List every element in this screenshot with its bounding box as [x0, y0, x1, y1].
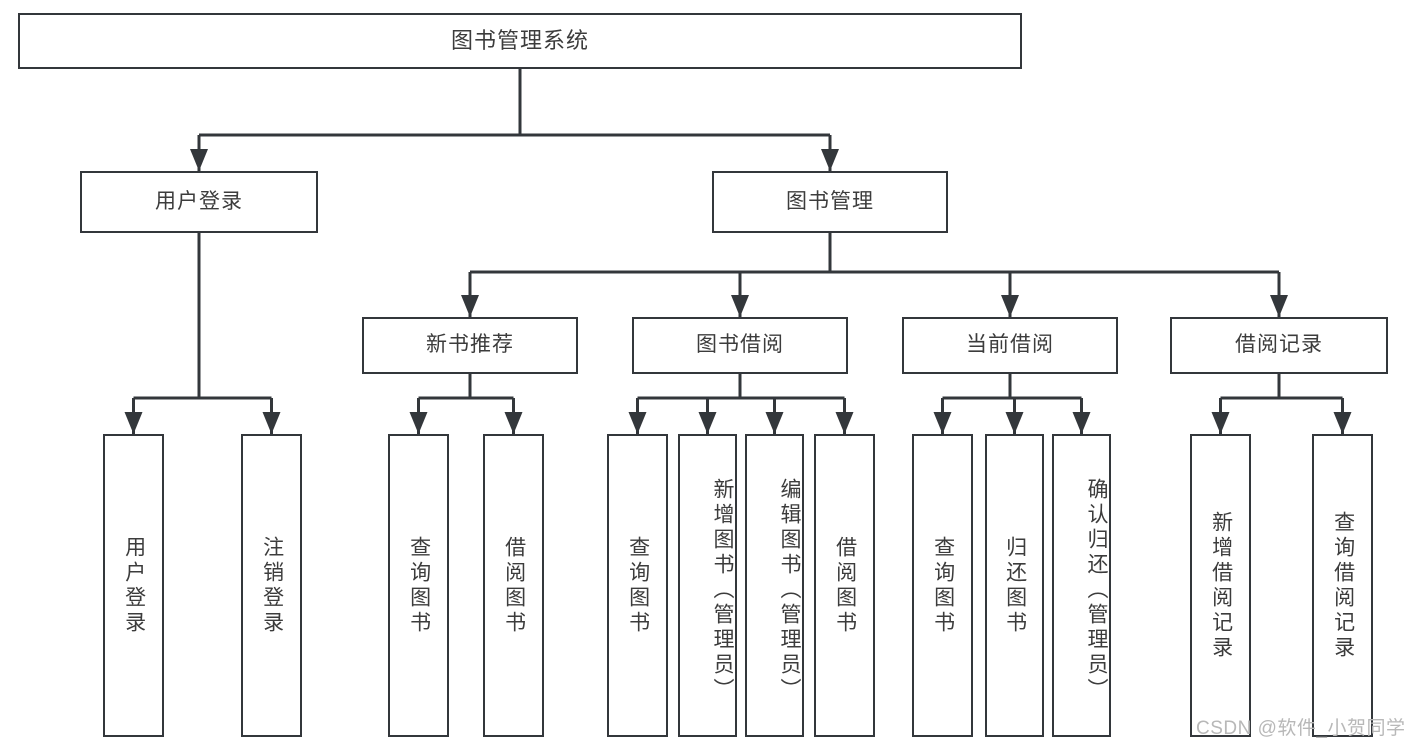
arrow-leaf-add-record — [1211, 412, 1230, 434]
node-label: 查询图书 — [626, 535, 650, 636]
level3-node-book-borrow[interactable]: 图书借阅 — [632, 317, 848, 374]
arrow-leaf-query-record — [1333, 412, 1352, 434]
leaf-node-leaf-query-book-rec[interactable]: 查询图书 — [388, 434, 449, 737]
root-node-root[interactable]: 图书管理系统 — [18, 13, 1022, 69]
arrow-book-manage — [821, 149, 839, 171]
node-label: 新书推荐 — [426, 333, 514, 357]
level2-node-book-manage[interactable]: 图书管理 — [712, 171, 948, 233]
leaf-node-leaf-query-record[interactable]: 查询借阅记录 — [1312, 434, 1373, 737]
leaf-node-leaf-borrow-book-rec[interactable]: 借阅图书 — [483, 434, 544, 737]
node-label: 确认归还（管理员） — [1085, 478, 1108, 703]
node-label: 编辑图书（管理员） — [778, 478, 801, 703]
leaf-node-leaf-query-book-cur[interactable]: 查询图书 — [912, 434, 973, 737]
arrow-user-login — [190, 149, 208, 171]
level3-node-borrow-record[interactable]: 借阅记录 — [1170, 317, 1388, 374]
arrow-leaf-borrow-book-rec — [504, 412, 523, 434]
arrow-leaf-add-book — [698, 412, 717, 434]
arrow-leaf-query-book — [628, 412, 647, 434]
node-label: 借阅图书 — [833, 535, 857, 636]
leaf-node-leaf-add-record[interactable]: 新增借阅记录 — [1190, 434, 1251, 737]
node-label: 图书管理系统 — [450, 28, 589, 54]
arrow-leaf-user-login — [124, 412, 143, 434]
node-label: 当前借阅 — [966, 333, 1054, 357]
node-label: 用户登录 — [155, 189, 243, 213]
level3-node-current-borrow[interactable]: 当前借阅 — [902, 317, 1118, 374]
leaf-node-leaf-user-login[interactable]: 用户登录 — [103, 434, 164, 737]
level3-node-new-book-rec[interactable]: 新书推荐 — [362, 317, 578, 374]
arrow-new-book-rec — [461, 295, 479, 317]
leaf-node-leaf-return-book[interactable]: 归还图书 — [985, 434, 1044, 737]
node-label: 归还图书 — [1003, 535, 1027, 636]
node-label: 图书借阅 — [696, 333, 784, 357]
node-label: 查询借阅记录 — [1331, 510, 1355, 661]
arrow-leaf-edit-book — [765, 412, 784, 434]
node-label: 新增借阅记录 — [1209, 510, 1233, 661]
arrow-leaf-borrow-book — [835, 412, 854, 434]
arrow-borrow-record — [1270, 295, 1288, 317]
node-label: 查询图书 — [931, 535, 955, 636]
node-label: 注销登录 — [260, 535, 284, 636]
node-label: 新增图书（管理员） — [711, 478, 734, 703]
node-label: 查询图书 — [407, 535, 431, 636]
arrow-current-borrow — [1001, 295, 1019, 317]
leaf-node-leaf-confirm-return[interactable]: 确认归还（管理员） — [1052, 434, 1111, 737]
node-label: 借阅图书 — [502, 535, 526, 636]
leaf-node-leaf-add-book[interactable]: 新增图书（管理员） — [678, 434, 737, 737]
arrow-book-borrow — [731, 295, 749, 317]
level2-node-user-login[interactable]: 用户登录 — [80, 171, 318, 233]
arrow-leaf-query-book-cur — [933, 412, 952, 434]
node-label: 用户登录 — [122, 535, 146, 636]
leaf-node-leaf-edit-book[interactable]: 编辑图书（管理员） — [745, 434, 804, 737]
arrow-leaf-return-book — [1005, 412, 1024, 434]
node-label: 图书管理 — [786, 189, 874, 213]
arrow-leaf-confirm-return — [1072, 412, 1091, 434]
arrow-leaf-logout — [262, 412, 281, 434]
leaf-node-leaf-borrow-book[interactable]: 借阅图书 — [814, 434, 875, 737]
leaf-node-leaf-query-book[interactable]: 查询图书 — [607, 434, 668, 737]
arrow-leaf-query-book-rec — [409, 412, 428, 434]
watermark-label: CSDN @软件_小贺同学 — [1196, 718, 1405, 739]
leaf-node-leaf-logout[interactable]: 注销登录 — [241, 434, 302, 737]
node-label: 借阅记录 — [1235, 333, 1323, 357]
